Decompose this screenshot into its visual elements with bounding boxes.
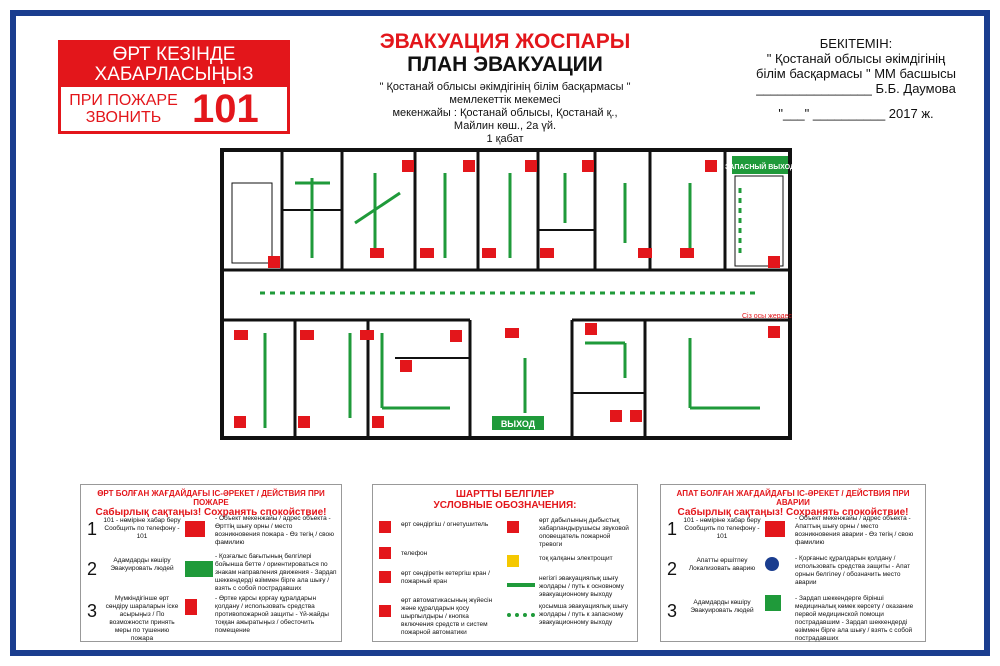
legend-item: өрт сөндіретін кетергіш кран / пожарный …	[401, 570, 490, 585]
alarm-button-icon	[379, 605, 391, 617]
panel-accident: АПАТ БОЛҒАН ЖАҒДАЙДАҒЫ ІС-ӘРЕКЕТ / ДЕЙСТ…	[660, 484, 926, 642]
first-aid-icon	[765, 595, 781, 611]
legend-title: ШАРТТЫ БЕЛГІЛЕР	[455, 489, 555, 500]
legend-item: өрт дабылының дыбыстық хабарландырушысы …	[539, 517, 629, 548]
fire-step-3: 3 Мүмкіндігінше өрт сөндіру шараларын іс…	[81, 595, 341, 642]
step-desc: Мүмкіндігінше өрт сөндіру шараларын іске…	[105, 595, 179, 642]
voltage-icon	[507, 555, 519, 567]
step-text: - Қорғаныс құралдарын қолдану / использо…	[795, 555, 911, 586]
spare-exit-sign: ЗАПАСНЫЙ ВЫХОД	[725, 162, 792, 171]
exit-sign: ВЫХОД	[501, 419, 536, 429]
title-kz: ЭВАКУАЦИЯ ЖОСПАРЫ	[379, 30, 631, 53]
step-number: 2	[87, 559, 98, 579]
legend-item: телефон	[401, 550, 428, 557]
addr-line1: мекенжайы : Қостанай облысы, Қостанай қ.…	[392, 107, 618, 119]
hydrant-icon	[379, 571, 391, 583]
step-desc: Адамдарды көшіру Эвакуировать людей	[690, 599, 754, 614]
protection-icon	[765, 557, 779, 571]
fire-phone-box: ӨРТ КЕЗІНДЕ ХАБАРЛАСЫҢЫЗ ПРИ ПОЖАРЕ ЗВОН…	[58, 40, 290, 134]
approval-line2: білім басқармасы " ММ басшысы	[756, 66, 956, 81]
legend-item: өрт сөндіргіш / огнетушитель	[401, 521, 489, 528]
step-number: 2	[667, 559, 678, 579]
approval-line4: "___" __________ 2017 ж.	[778, 106, 934, 121]
legend-item: қосымша эвакуациялық шығу жолдары / путь…	[539, 603, 629, 626]
step-number: 1	[667, 519, 678, 539]
title-block: ЭВАКУАЦИЯ ЖОСПАРЫ ПЛАН ЭВАКУАЦИИ " Қоста…	[340, 30, 670, 146]
org-line1: " Қостанай облысы әкімдігінің білім басқ…	[379, 81, 631, 93]
step-number: 3	[87, 601, 98, 621]
addr-line2: Майлин көш., 2а үй.	[453, 120, 557, 132]
spare-route-icon	[507, 613, 535, 617]
step-text: - Зардап шеккендерге бірінші медициналық…	[795, 595, 914, 642]
panel-fire-subtitle: Сабырлық сақтаңыз! Сохранять спокойствие…	[95, 507, 327, 518]
panel-accident-title: АПАТ БОЛҒАН ЖАҒДАЙДАҒЫ ІС-ӘРЕКЕТ / ДЕЙСТ…	[676, 489, 910, 507]
phone-top-text: ӨРТ КЕЗІНДЕ ХАБАРЛАСЫҢЫЗ	[94, 44, 254, 85]
approval-line3: ________________ Б.Б. Даумова	[756, 81, 956, 96]
legend-item: тоқ қалқаны электрощит	[539, 555, 613, 562]
approval-line1: " Қостанай облысы әкімдігінің	[766, 51, 946, 66]
exit-icon	[185, 561, 213, 577]
approval-block: БЕКІТЕМІН: " Қостанай облысы әкімдігінің…	[740, 36, 972, 121]
phone-number: 101	[192, 86, 259, 131]
step-desc: 101 - нөміріне хабар беру Сообщить по те…	[683, 517, 761, 540]
panel-fire-title: ӨРТ БОЛҒАН ЖАҒДАЙДАҒЫ ІС-ӘРЕКЕТ / ДЕЙСТВ…	[97, 489, 325, 507]
approval-heading: БЕКІТЕМІН:	[819, 36, 893, 51]
accident-step-3: 3 Адамдарды көшіру Эвакуировать людей - …	[661, 595, 925, 642]
floor-plan: ВЫХОД ЗАПАСНЫЙ ВЫХОД Сіз осы жердесіз!	[220, 148, 792, 440]
step-number: 1	[87, 519, 98, 539]
floor-label: 1 қабат	[486, 133, 524, 145]
extinguisher-icon	[379, 521, 391, 533]
panel-legend: ШАРТТЫ БЕЛГІЛЕР УСЛОВНЫЕ ОБОЗНАЧЕНИЯ: өр…	[372, 484, 638, 642]
fire-step-1: 1 101 - нөміріне хабар беру Сообщить по …	[81, 513, 341, 553]
panel-accident-subtitle: Сабырлық сақтаңыз! Сохранять спокойствие…	[677, 507, 909, 518]
phone-icon	[379, 547, 391, 559]
main-route-icon	[507, 583, 535, 587]
step-text: - Қозғалыс бағытының белгілері бойынша б…	[215, 553, 337, 592]
step-number: 3	[667, 601, 678, 621]
accident-step-1: 1 101 - нөміріне хабар беру Сообщить по …	[661, 513, 925, 553]
phone-icon	[185, 521, 205, 537]
step-text: - Объект мекенжайы / адрес объекта - Апа…	[795, 515, 914, 546]
title-ru: ПЛАН ЭВАКУАЦИИ	[407, 53, 603, 76]
legend-item: өрт автоматикасының жүйесін және құралда…	[401, 597, 493, 636]
accident-step-2: 2 Апатты өршітпеу Локализовать аварию - …	[661, 553, 925, 593]
fire-step-2: 2 Адамдарды көшіру Эвакуировать людей - …	[81, 553, 341, 593]
step-desc: 101 - нөміріне хабар беру Сообщить по те…	[103, 517, 181, 540]
panel-fire: ӨРТ БОЛҒАН ЖАҒДАЙДАҒЫ ІС-ӘРЕКЕТ / ДЕЙСТВ…	[80, 484, 342, 642]
legend-item: негізгі эвакуациялық шығу жолдары / путь…	[539, 575, 624, 598]
siren-icon	[507, 521, 519, 533]
step-desc: Адамдарды көшіру Эвакуировать людей	[110, 557, 174, 572]
phone-icon	[765, 521, 785, 537]
step-desc: Апатты өршітпеу Локализовать аварию	[688, 557, 756, 572]
step-text: - Өртке қарсы қорғау құралдарын қолдану …	[215, 595, 329, 634]
phone-label: ПРИ ПОЖАРЕ ЗВОНИТЬ	[69, 92, 178, 126]
extinguisher-icon	[185, 599, 197, 615]
legend-subtitle: УСЛОВНЫЕ ОБОЗНАЧЕНИЯ:	[433, 500, 577, 511]
you-are-here: Сіз осы жердесіз!	[742, 312, 792, 320]
org-line2: мемлекеттік мекемесі	[449, 94, 561, 106]
step-text: - Объект мекенжайы / адрес объекта - Өрт…	[215, 515, 335, 546]
